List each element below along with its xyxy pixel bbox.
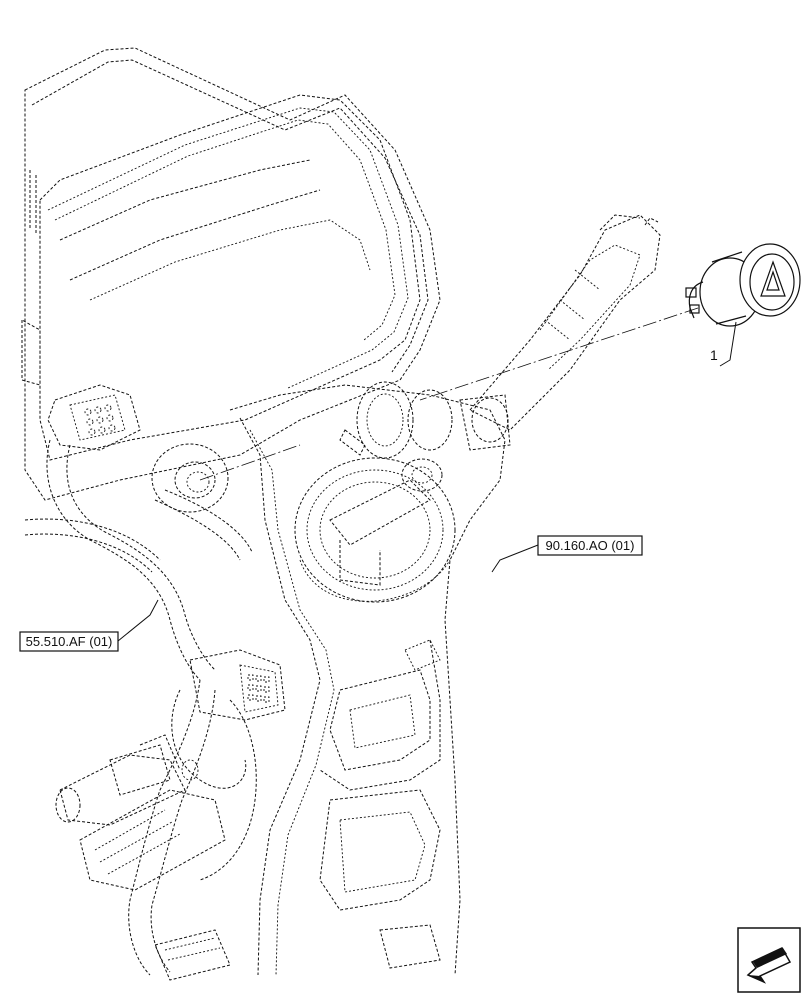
callout-55-510-af[interactable]: 55.510.AF (01): [19, 599, 159, 652]
item-1-label: 1: [710, 347, 718, 363]
multifunction-stalk: [459, 214, 661, 451]
hazard-switch-centerline: [419, 307, 699, 401]
lower-connector-cluster: [55, 649, 286, 981]
callout-55-510-af-text[interactable]: 55.510.AF (01): [26, 634, 113, 649]
upper-connector: [47, 384, 141, 451]
ignition-housing: [294, 381, 456, 603]
grommet-centerline: [199, 444, 301, 481]
steering-column-cover: [229, 384, 506, 976]
hazard-switch: [685, 243, 801, 327]
callout-55-510-af-box[interactable]: [19, 631, 119, 652]
instrument-cluster-hood: [21, 47, 441, 501]
wire-harness: [24, 439, 257, 976]
callout-55-510-af-leader: [117, 599, 159, 642]
return-arrow-icon[interactable]: [737, 927, 801, 993]
callout-90-160-ao-leader: [491, 544, 539, 573]
warning-triangle-icon: [760, 260, 786, 297]
callout-90-160-ao[interactable]: 90.160.AO (01): [491, 535, 643, 573]
callout-item-1: 1: [710, 321, 737, 367]
callout-90-160-ao-text[interactable]: 90.160.AO (01): [546, 538, 635, 553]
panel-grommet: [151, 443, 229, 513]
